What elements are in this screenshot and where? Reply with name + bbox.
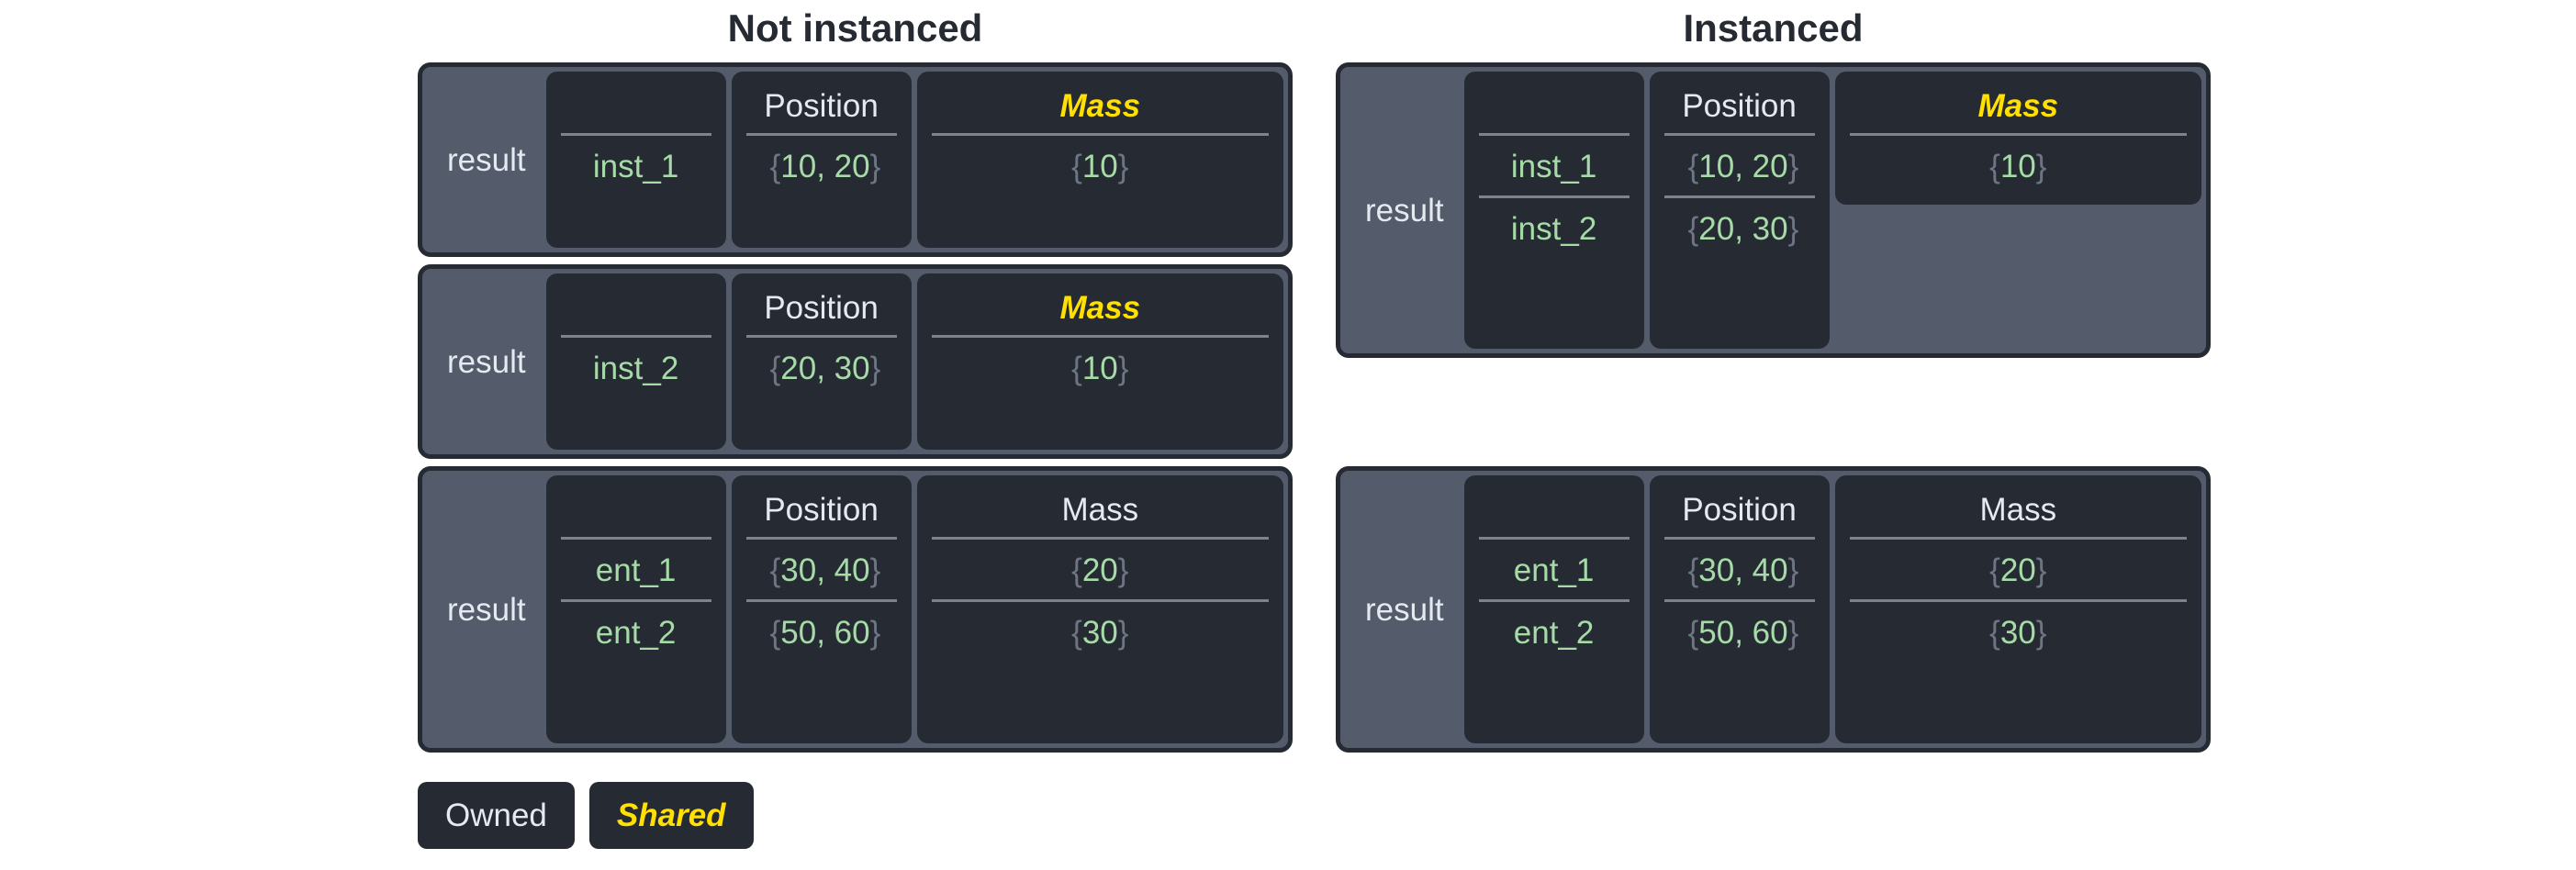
component-column-name: inst_1 inst_2 — [1463, 72, 1644, 349]
component-value: {50, 60} — [1663, 599, 1815, 662]
entity-card: result inst_2 Position {20, 30} Mass {10… — [418, 264, 1293, 459]
component-value: {30, 40} — [1663, 537, 1815, 599]
column-title: Position — [764, 88, 879, 124]
component-column-mass: Mass {20} {30} — [1834, 475, 2201, 743]
card-label: result — [447, 591, 526, 628]
card-label: result — [447, 141, 526, 178]
column-title — [546, 481, 726, 537]
column-title: Mass — [1059, 88, 1141, 124]
component-column-name: inst_2 — [545, 273, 726, 450]
component-columns: inst_2 Position {20, 30} Mass {10} — [545, 273, 1283, 450]
column-title: Mass — [1061, 492, 1139, 528]
column-title — [546, 279, 726, 335]
component-value: {10} — [931, 335, 1269, 397]
component-value: {10} — [931, 133, 1269, 195]
column-title — [1464, 481, 1644, 537]
column-title: Position — [764, 492, 879, 528]
legend: Owned Shared — [418, 782, 754, 849]
component-column-position: Position {30, 40} {50, 60} — [1649, 475, 1830, 743]
column-title: Position — [1682, 88, 1797, 124]
component-column-position: Position {10, 20} — [731, 72, 912, 248]
component-column-mass: Mass {10} — [916, 273, 1283, 450]
component-value: inst_2 — [1478, 195, 1630, 258]
card-label: result — [1365, 591, 1444, 628]
component-column-position: Position {20, 30} — [731, 273, 912, 450]
component-column-position: Position {30, 40} {50, 60} — [731, 475, 912, 743]
component-column-mass: Mass {10} — [916, 72, 1283, 248]
component-value: {50, 60} — [745, 599, 897, 662]
component-value: {30} — [1849, 599, 2187, 662]
component-columns: ent_1 ent_2 Position {30, 40} {50, 60} M… — [1463, 475, 2201, 743]
column-title: Mass — [1977, 88, 2059, 124]
legend-chip-owned: Owned — [418, 782, 575, 849]
column-title: Position — [1682, 492, 1797, 528]
component-value: {10} — [1849, 133, 2187, 195]
component-value: inst_2 — [560, 335, 711, 397]
card-label: result — [447, 343, 526, 380]
component-value: {10, 20} — [745, 133, 897, 195]
component-value: ent_2 — [1478, 599, 1630, 662]
column-title: Position — [764, 290, 879, 326]
entity-card: result ent_1 ent_2 Position {30, 40} {50… — [1336, 466, 2211, 753]
component-value: {20} — [1849, 537, 2187, 599]
component-value: {20, 30} — [745, 335, 897, 397]
column-title — [1464, 77, 1644, 133]
column-title — [546, 77, 726, 133]
component-columns: inst_1 Position {10, 20} Mass {10} — [545, 72, 1283, 248]
column-title: Mass — [1059, 290, 1141, 326]
component-columns: inst_1 inst_2 Position {10, 20} {20, 30}… — [1463, 72, 2201, 349]
component-value: inst_1 — [1478, 133, 1630, 195]
component-column-name: ent_1 ent_2 — [1463, 475, 1644, 743]
legend-chip-shared: Shared — [588, 782, 754, 849]
component-value: ent_1 — [560, 537, 711, 599]
entity-card: result inst_1 inst_2 Position {10, 20} {… — [1336, 62, 2211, 358]
component-value: {10, 20} — [1663, 133, 1815, 195]
component-columns: ent_1 ent_2 Position {30, 40} {50, 60} M… — [545, 475, 1283, 743]
card-label: result — [1365, 192, 1444, 229]
entity-card: result ent_1 ent_2 Position {30, 40} {50… — [418, 466, 1293, 753]
component-column-name: inst_1 — [545, 72, 726, 248]
component-value: ent_2 — [560, 599, 711, 662]
component-value: inst_1 — [560, 133, 711, 195]
component-value: {20, 30} — [1663, 195, 1815, 258]
component-column-mass: Mass {10} — [1834, 72, 2201, 205]
component-column-name: ent_1 ent_2 — [545, 475, 726, 743]
entity-card: result inst_1 Position {10, 20} Mass {10… — [418, 62, 1293, 257]
panel-heading-instanced: Instanced — [1683, 6, 1864, 50]
component-column-position: Position {10, 20} {20, 30} — [1649, 72, 1830, 349]
panel-heading-not-instanced: Not instanced — [727, 6, 983, 50]
component-value: {30} — [931, 599, 1269, 662]
column-title: Mass — [1979, 492, 2057, 528]
component-value: {20} — [931, 537, 1269, 599]
component-value: {30, 40} — [745, 537, 897, 599]
component-column-mass: Mass {20} {30} — [916, 475, 1283, 743]
component-value: ent_1 — [1478, 537, 1630, 599]
